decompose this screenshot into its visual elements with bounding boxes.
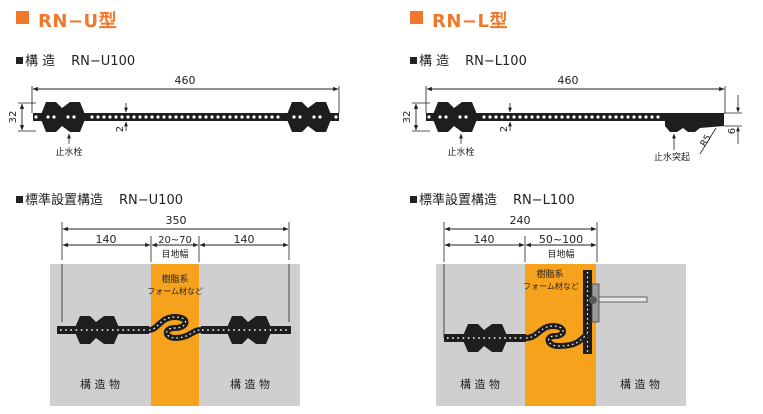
joint-label-l: 目地幅 xyxy=(547,248,574,260)
joint-label-u: 目地幅 xyxy=(161,248,188,260)
heading-rn-l: RN−L型 xyxy=(432,11,508,32)
filler-line1-l: 樹脂系 xyxy=(536,268,563,280)
dim-left-l: 140 xyxy=(474,233,495,246)
heading-marker-right xyxy=(410,11,423,24)
profile-rn-u: 460 32 2 止水栓 xyxy=(8,74,340,158)
dim-joint-u: 20~70 xyxy=(158,235,192,246)
dim-width-u: 460 xyxy=(175,74,196,87)
subtitle-prefix: 構 造 xyxy=(25,54,56,69)
dim-height-u: 32 xyxy=(8,111,19,124)
subtitle-model: RN−L100 xyxy=(513,193,575,208)
label-rib-l: 止水突起 xyxy=(654,151,690,163)
subtitle-install-u: 標準設置構造 RN−U100 xyxy=(16,189,183,208)
subtitle-prefix: 標準設置構造 xyxy=(419,193,498,208)
struct-right-l: 構 造 物 xyxy=(620,377,660,391)
subtitle-prefix: 構 造 xyxy=(419,54,450,69)
dim-height-l: 32 xyxy=(402,111,413,124)
heading-rn-u: RN−U型 xyxy=(38,11,118,32)
install-rn-u: 350 140 20~70 140 目地幅 樹脂系 フォーム材など 構 造 物 … xyxy=(50,214,300,406)
dim-right-u: 140 xyxy=(234,233,255,246)
install-rn-l: 240 140 50~100 目地幅 樹脂系 フォーム材など 構 造 物 構 造… xyxy=(436,214,686,406)
dim-small-l: 2 xyxy=(499,126,510,132)
subtitle-prefix: 標準設置構造 xyxy=(25,193,104,208)
dim-width-l: 460 xyxy=(558,74,579,87)
struct-left-u: 構 造 物 xyxy=(80,377,120,391)
subtitle-model: RN−U100 xyxy=(119,193,183,208)
label-stop-u: 止水栓 xyxy=(55,146,82,158)
subtitle-model: RN−U100 xyxy=(71,54,136,69)
dim-joint-l: 50~100 xyxy=(539,233,583,246)
dim-small-u: 2 xyxy=(115,126,126,132)
heading-marker-left xyxy=(16,11,29,24)
dim-total-u: 350 xyxy=(166,214,187,227)
subtitle-install-l: 標準設置構造 RN−L100 xyxy=(410,189,575,208)
subtitle-structure-l: 構 造 RN−L100 xyxy=(410,50,527,69)
dim-right-l: 6 xyxy=(727,128,738,134)
label-stop-l: 止水栓 xyxy=(447,146,474,158)
filler-line1-u: 樹脂系 xyxy=(161,273,188,285)
dim-left-u: 140 xyxy=(96,233,117,246)
subtitle-model: RN−L100 xyxy=(465,54,527,69)
dim-total-l: 240 xyxy=(510,214,531,227)
filler-line2-l: フォーム材など xyxy=(523,281,579,291)
struct-right-u: 構 造 物 xyxy=(230,377,270,391)
profile-rn-l: 460 32 2 止水栓 6 R5 止水突起 xyxy=(402,74,742,163)
filler-line2-u: フォーム材など xyxy=(147,286,203,296)
subtitle-structure-u: 構 造 RN−U100 xyxy=(16,50,135,69)
struct-left-l: 構 造 物 xyxy=(460,377,500,391)
